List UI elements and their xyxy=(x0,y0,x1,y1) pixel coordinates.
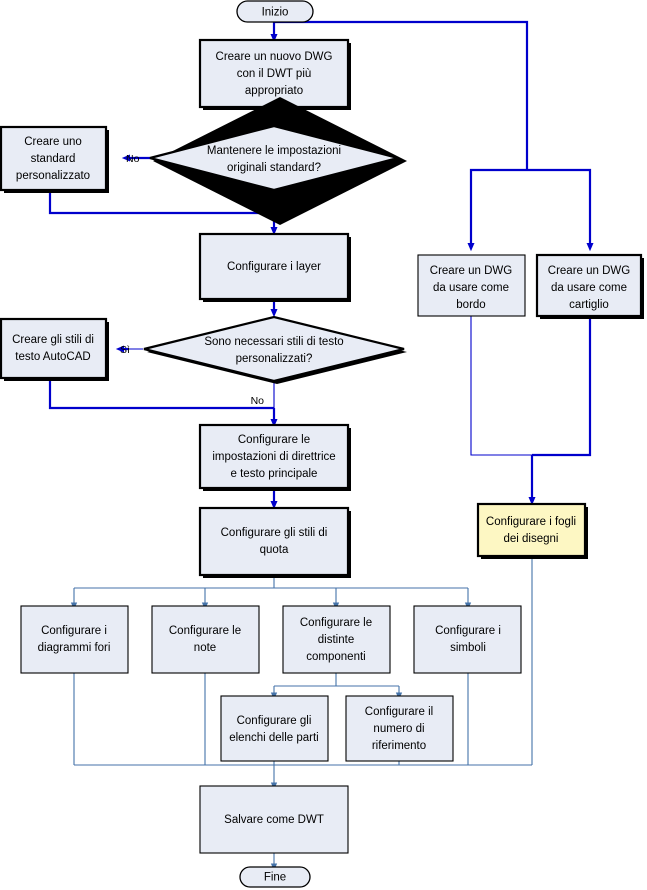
node-custom-standard-line2: standard xyxy=(31,153,76,165)
node-keep-standard-decision[interactable]: Mantenere le impostazioni originali stan… xyxy=(149,97,407,225)
node-config-leader-line3: e testo principale xyxy=(231,468,318,480)
node-create-titleblock-dwg[interactable]: Creare un DWG da usare come cartiglio xyxy=(535,253,644,319)
node-config-symbols-line1: Configurare i xyxy=(435,625,501,637)
node-create-dwg-line1: Creare un nuovo DWG xyxy=(216,51,333,63)
node-config-leader[interactable]: Configurare le impostazioni di direttric… xyxy=(198,423,351,491)
node-config-balloon-line3: riferimento xyxy=(372,740,426,752)
node-config-dimension-line1: Configurare gli stili di xyxy=(221,527,328,539)
connector-text-styles-rejoin xyxy=(48,381,274,410)
node-save-dwt-label: Salvare come DWT xyxy=(224,814,324,826)
node-config-sheets[interactable]: Configurare i fogli dei disegni xyxy=(476,502,588,559)
node-create-dwg-line3: appropriato xyxy=(245,85,303,97)
node-keep-standard-line2: originali standard? xyxy=(227,162,321,174)
node-config-symbols[interactable]: Configurare i simboli xyxy=(413,605,522,674)
node-config-hole-line1: Configurare i xyxy=(41,625,107,637)
node-end[interactable]: Fine xyxy=(239,866,311,888)
node-create-border-line1: Creare un DWG xyxy=(430,265,512,277)
node-create-titleblock-line1: Creare un DWG xyxy=(548,265,630,277)
node-config-layer-label: Configurare i layer xyxy=(227,261,321,273)
node-create-titleblock-line2: da usare come xyxy=(551,282,627,294)
node-config-leader-line1: Configurare le xyxy=(238,434,310,446)
node-text-styles-line1: Sono necessari stili di testo xyxy=(204,336,343,348)
node-config-balloon[interactable]: Configurare il numero di riferimento xyxy=(345,695,454,762)
edge-label-text-styles-yes: Sì xyxy=(120,344,130,356)
connector-start-right-trunk xyxy=(274,20,529,170)
edge-label-keep-std-yes: Sì xyxy=(254,202,264,214)
node-config-sheets-line2: dei disegni xyxy=(504,533,559,545)
node-create-border-line3: bordo xyxy=(456,299,485,311)
node-save-dwt[interactable]: Salvare come DWT xyxy=(199,785,349,854)
node-config-parts-list-line2: elenchi delle parti xyxy=(229,732,319,744)
node-create-text-styles-line1: Creare gli stili di xyxy=(12,334,94,346)
connector-trunk-to-border xyxy=(467,168,527,252)
node-text-styles-line2: personalizzati? xyxy=(236,353,313,365)
node-config-sheets-line1: Configurare i fogli xyxy=(486,516,576,528)
node-text-styles-decision[interactable]: Sono necessari stili di testo personaliz… xyxy=(143,315,407,384)
node-config-bom-line2: distinte xyxy=(318,634,354,646)
node-config-hole-charts[interactable]: Configurare i diagrammi fori xyxy=(20,605,129,674)
node-start[interactable]: Inizio xyxy=(236,0,314,23)
connector-custom-std-rejoin xyxy=(48,193,274,215)
node-config-bom-line1: Configurare le xyxy=(300,617,372,629)
node-start-label: Inizio xyxy=(262,7,289,19)
node-config-notes-line1: Configurare le xyxy=(169,625,241,637)
node-config-notes[interactable]: Configurare le note xyxy=(151,605,260,674)
node-custom-standard-line1: Creare uno xyxy=(24,136,82,148)
node-config-symbols-line2: simboli xyxy=(450,642,486,654)
node-config-dimension-line2: quota xyxy=(260,544,289,556)
node-config-layer[interactable]: Configurare i layer xyxy=(198,232,351,302)
node-config-balloon-line2: numero di xyxy=(373,723,424,735)
node-create-border-line2: da usare come xyxy=(433,282,509,294)
node-config-balloon-line1: Configurare il xyxy=(365,706,433,718)
node-custom-standard-line3: personalizzato xyxy=(16,170,90,182)
node-config-bom-line3: componenti xyxy=(306,651,365,663)
node-custom-standard[interactable]: Creare uno standard personalizzato xyxy=(0,125,109,193)
node-create-dwg-line2: con il DWT più xyxy=(237,68,312,80)
edge-label-text-styles-no: No xyxy=(251,395,265,407)
node-config-bom[interactable]: Configurare le distinte componenti xyxy=(282,605,391,674)
node-create-text-styles-line2: testo AutoCAD xyxy=(15,351,90,363)
edge-label-keep-std-no: No xyxy=(126,153,140,165)
node-config-parts-list[interactable]: Configurare gli elenchi delle parti xyxy=(220,695,329,762)
node-create-text-styles[interactable]: Creare gli stili di testo AutoCAD xyxy=(0,317,109,381)
connector-titleblock-to-sheets xyxy=(532,316,592,457)
node-config-hole-line2: diagrammi fori xyxy=(38,642,111,654)
node-create-border-dwg[interactable]: Creare un DWG da usare come bordo xyxy=(417,254,526,317)
node-config-notes-line2: note xyxy=(194,642,216,654)
node-config-leader-line2: impostazioni di direttrice xyxy=(212,451,335,463)
connector-border-to-sheets xyxy=(470,316,532,456)
node-create-titleblock-line3: cartiglio xyxy=(569,299,609,311)
node-config-dimension[interactable]: Configurare gli stili di quota xyxy=(198,506,351,578)
connector-trunk-to-titleblock xyxy=(527,168,594,252)
node-keep-standard-line1: Mantenere le impostazioni xyxy=(207,145,341,157)
node-end-label: Fine xyxy=(264,872,286,884)
node-config-parts-list-line1: Configurare gli xyxy=(237,715,312,727)
